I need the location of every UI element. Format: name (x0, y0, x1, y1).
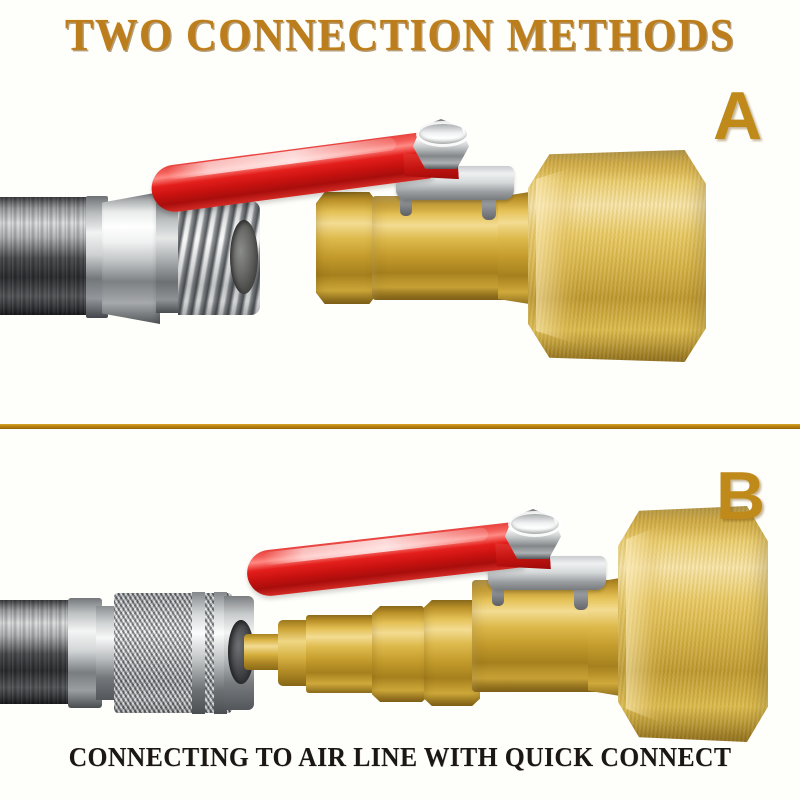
coupler-band-one (192, 592, 205, 714)
valve-body-mark (492, 622, 552, 666)
coupler-step (96, 606, 118, 700)
coupler-band-two (214, 592, 227, 714)
valve-inlet-hex (424, 600, 480, 706)
plug-hex-nut (372, 606, 430, 702)
page-title: TWO CONNECTION METHODS (64, 9, 736, 60)
panel-divider (0, 424, 800, 429)
panel-letter-a: A (713, 78, 763, 154)
braided-steel-hose (0, 600, 80, 704)
chrome-hex-nut (102, 192, 160, 324)
panel-letter-b: B (716, 458, 766, 534)
valve-body-mark (404, 240, 464, 284)
thread-bore (230, 220, 258, 294)
ball-valve-left-hex (316, 192, 378, 304)
valve-stem-ring (508, 511, 562, 537)
large-brass-hex-nut-face (626, 524, 664, 724)
bottom-caption: CONNECTING TO AIR LINE WITH QUICK CONNEC… (68, 742, 732, 772)
large-brass-hex-nut-face (536, 165, 578, 345)
valve-stem-ring (416, 121, 470, 147)
brass-quick-connect-plug (306, 615, 378, 693)
knurled-coupler-sleeve[interactable] (114, 593, 232, 713)
plug-nipple (244, 634, 284, 670)
